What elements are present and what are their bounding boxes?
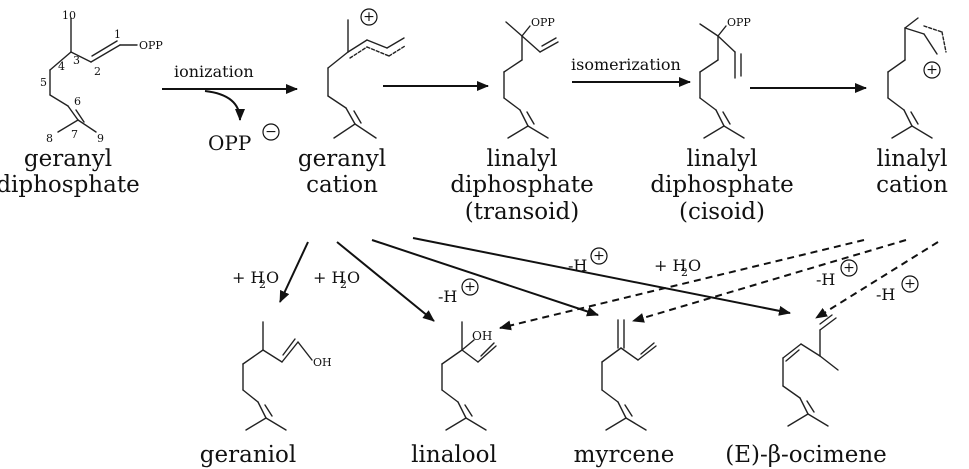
label-linalyl-cation-line1: linalyl bbox=[877, 146, 948, 172]
svg-text:-H: -H bbox=[876, 285, 895, 304]
atom-number-2: 2 bbox=[94, 65, 101, 78]
deprotonation-label-4: -H + bbox=[876, 275, 919, 304]
label-geranyl-diphosphate-line2: diphosphate bbox=[0, 172, 140, 198]
positive-charge-icon bbox=[590, 247, 608, 265]
label-linalyl-cisoid-line2: diphosphate bbox=[650, 172, 793, 198]
atom-number-9: 9 bbox=[97, 132, 104, 145]
label-geranyl-diphosphate-line1: geranyl bbox=[24, 146, 112, 172]
label-linalyl-cation-line2: cation bbox=[876, 172, 948, 198]
svg-text:-H: -H bbox=[438, 287, 457, 306]
arrow-linalyl-to-linalool bbox=[499, 239, 865, 331]
label-linalyl-cisoid-line1: linalyl bbox=[687, 146, 758, 172]
atom-number-5: 5 bbox=[40, 76, 47, 89]
opp-group-gpp: OPP bbox=[139, 39, 163, 52]
linalool-structure bbox=[441, 321, 497, 431]
label-myrcene: myrcene bbox=[574, 442, 675, 468]
arrow-geranyl-to-myrcene bbox=[371, 239, 599, 317]
opp-leaving-group: OPP bbox=[208, 131, 251, 155]
svg-text:-H: -H bbox=[816, 270, 835, 289]
geraniol-structure bbox=[242, 321, 313, 431]
geranyl-cation-structure bbox=[327, 19, 406, 139]
geranyl-diphosphate-structure: OPP 10 1 2 3 4 5 6 7 8 9 bbox=[40, 9, 163, 145]
opp-group-lpp-cisoid: OPP bbox=[727, 16, 751, 29]
svg-text:−: − bbox=[265, 124, 277, 140]
svg-text:+: + bbox=[926, 62, 938, 78]
deprotonation-label-3: -H + bbox=[816, 259, 858, 289]
atom-number-8: 8 bbox=[46, 132, 53, 145]
water-label-linalool-left: + H 2 O bbox=[313, 268, 360, 291]
water-label-geraniol: + H 2 O bbox=[232, 268, 279, 291]
oh-group-geraniol: OH bbox=[313, 356, 332, 369]
label-geranyl-cation-line2: cation bbox=[306, 172, 378, 198]
positive-charge-icon bbox=[901, 275, 919, 293]
svg-text:+: + bbox=[464, 279, 476, 295]
atom-number-7: 7 bbox=[71, 128, 78, 141]
water-label-linalool-right: + H 2 O bbox=[654, 256, 701, 279]
linalyl-cation-structure bbox=[887, 17, 947, 139]
atom-number-3: 3 bbox=[73, 54, 80, 67]
atom-number-1: 1 bbox=[114, 28, 121, 41]
ionization-label: ionization bbox=[174, 62, 254, 81]
atom-number-6: 6 bbox=[74, 95, 81, 108]
svg-text:2: 2 bbox=[340, 278, 347, 291]
svg-text:O: O bbox=[266, 268, 279, 287]
positive-charge-icon bbox=[923, 61, 941, 79]
svg-text:-H: -H bbox=[568, 256, 587, 275]
arrow-geranyl-to-geraniol bbox=[279, 241, 309, 303]
deprotonation-label-1: -H + bbox=[438, 278, 479, 306]
label-linalyl-cisoid-line3: (cisoid) bbox=[679, 199, 765, 225]
svg-text:O: O bbox=[688, 256, 701, 275]
svg-text:2: 2 bbox=[681, 266, 688, 279]
linalyl-diphosphate-cisoid-structure bbox=[699, 23, 745, 139]
atom-number-4: 4 bbox=[58, 60, 65, 73]
positive-charge-icon bbox=[360, 8, 378, 26]
svg-text:+ H: + H bbox=[313, 268, 345, 287]
svg-text:+: + bbox=[593, 248, 605, 264]
positive-charge-icon bbox=[461, 278, 479, 296]
svg-text:+: + bbox=[843, 260, 855, 276]
linalyl-diphosphate-transoid-structure bbox=[503, 21, 559, 139]
svg-text:+ H: + H bbox=[654, 256, 686, 275]
positive-charge-icon bbox=[840, 259, 858, 277]
svg-text:+: + bbox=[363, 9, 375, 25]
deprotonation-label-2: -H + bbox=[568, 247, 608, 275]
negative-charge-icon bbox=[262, 123, 280, 141]
arrow-geranyl-to-ocimene bbox=[412, 237, 791, 316]
label-geraniol: geraniol bbox=[200, 442, 296, 468]
oh-group-linalool: OH bbox=[472, 329, 492, 343]
isomerization-label: isomerization bbox=[571, 55, 681, 74]
arrow-geranyl-to-linalool bbox=[336, 241, 435, 322]
svg-text:O: O bbox=[347, 268, 360, 287]
label-linalool: linalool bbox=[411, 442, 497, 468]
label-linalyl-transoid-line3: (transoid) bbox=[465, 199, 579, 225]
atom-number-10: 10 bbox=[62, 9, 76, 22]
svg-text:+: + bbox=[904, 276, 916, 292]
label-geranyl-cation-line1: geranyl bbox=[298, 146, 386, 172]
svg-text:2: 2 bbox=[259, 278, 266, 291]
svg-text:+ H: + H bbox=[232, 268, 264, 287]
opp-group-lpp-transoid: OPP bbox=[531, 16, 555, 29]
arrow-opp-leaving bbox=[204, 90, 245, 121]
myrcene-structure bbox=[601, 319, 657, 431]
ocimene-structure bbox=[782, 314, 839, 427]
label-linalyl-transoid-line2: diphosphate bbox=[450, 172, 593, 198]
label-linalyl-transoid-line1: linalyl bbox=[487, 146, 558, 172]
label-e-beta-ocimene: (E)-β-ocimene bbox=[725, 442, 887, 468]
